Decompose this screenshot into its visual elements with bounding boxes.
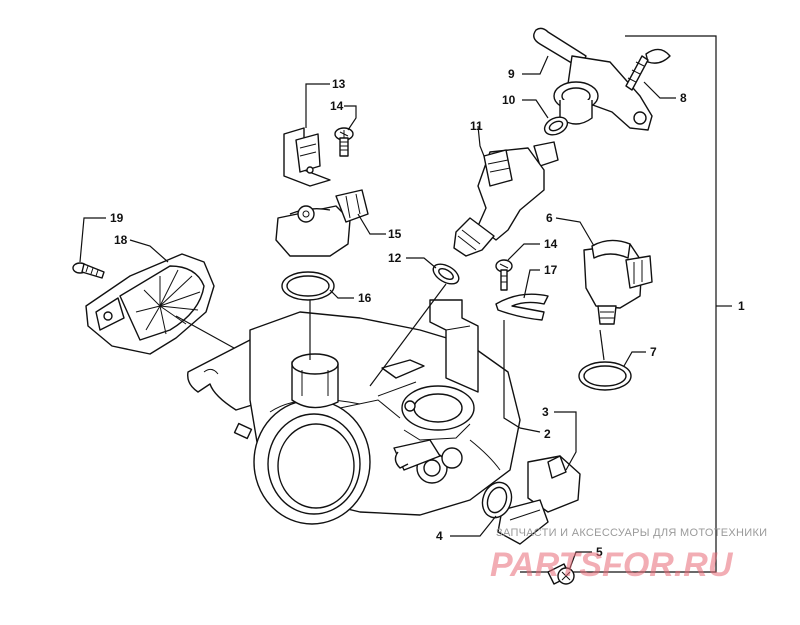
screw-19 [72,262,105,279]
callout-14-upper: 14 [330,99,344,113]
callout-7: 7 [650,345,657,359]
watermark: ЗАПЧАСТИ И АКСЕССУАРЫ ДЛЯ МОТОТЕХНИКИ PA… [490,527,767,584]
callout-3: 3 [542,405,549,419]
callout-6: 6 [546,211,553,225]
assembly-bracket [520,35,732,573]
callout-14-lower: 14 [544,237,558,251]
watermark-brand: PARTSFOR.RU [490,546,734,584]
watermark-caption: ЗАПЧАСТИ И АКСЕССУАРЫ ДЛЯ МОТОТЕХНИКИ [496,527,767,539]
leader-lines [79,55,676,569]
callout-16: 16 [358,291,372,305]
callout-9: 9 [508,67,515,81]
map-sensor-6 [583,239,653,325]
callout-11: 11 [470,119,483,133]
callout-18: 18 [114,233,128,247]
sensor-3 [497,455,581,545]
injector-11 [453,141,559,257]
callout-8: 8 [680,91,687,105]
cover-18 [85,253,215,355]
o-ring-12 [432,263,460,285]
screw-14-upper [334,127,354,157]
o-ring-10 [543,116,569,136]
bolt-8 [625,48,671,91]
callout-2: 2 [544,427,551,441]
o-ring-7 [578,361,632,391]
sensor-15 [275,189,369,257]
o-ring-16 [281,271,335,301]
callout-13: 13 [332,77,346,91]
bracket-13 [283,127,331,187]
callout-17: 17 [544,263,558,277]
throttle-body [187,299,521,525]
screw-5 [547,563,575,585]
o-ring-4 [481,481,513,519]
callout-10: 10 [502,93,516,107]
callout-4: 4 [436,529,443,543]
callout-5: 5 [596,545,603,559]
callout-15: 15 [388,227,402,241]
callout-1: 1 [738,299,745,313]
cover-ribs [135,269,201,335]
screw-14-lower [495,259,513,291]
callout-labels: 13 14 9 8 10 11 19 18 15 6 14 12 17 16 1… [110,67,745,559]
clip-17 [495,293,549,321]
callout-12: 12 [388,251,402,265]
callout-19: 19 [110,211,124,225]
